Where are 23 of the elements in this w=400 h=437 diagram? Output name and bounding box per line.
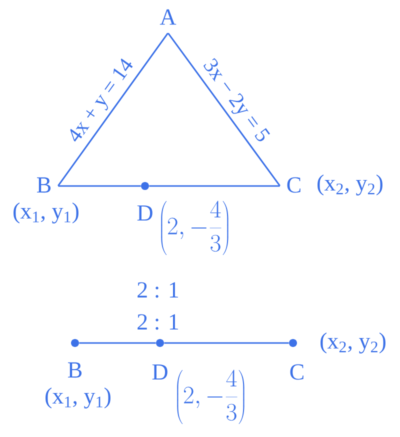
- coordinate-label: $\left(2, -\frac{4}{3}\right)$: [177, 370, 244, 424]
- coordinate-label: (x$_{2}$, y$_{2}$): [318, 174, 382, 196]
- coordinate-label: $\left(2, -\frac{4}{3}\right)$: [161, 200, 228, 255]
- point-label: B: [37, 177, 51, 193]
- coordinate-label: (x$_{2}$, y$_{2}$): [320, 332, 386, 354]
- line-segment: [79, 342, 156, 344]
- point-label: D: [137, 205, 152, 221]
- ratio-label: 2 : 1: [138, 314, 178, 330]
- point-label: D: [152, 364, 168, 380]
- line-segment: [57, 32, 168, 186]
- line-segment: [168, 32, 280, 186]
- edge-label: 4x + y = 14: [70, 58, 133, 142]
- point-label: B: [68, 362, 82, 378]
- point-label: A: [160, 9, 176, 25]
- point-label: C: [290, 364, 304, 380]
- coordinate-label: (x$_{1}$, y$_{1}$): [14, 202, 78, 224]
- line-segment: [58, 185, 141, 187]
- point-label: C: [287, 177, 300, 193]
- coordinate-label: (x$_{1}$, y$_{1}$): [46, 388, 110, 408]
- ratio-label: 2 : 1: [138, 282, 178, 298]
- line-segment: [164, 342, 289, 344]
- edge-label: 3x − 2y = 5: [203, 58, 270, 142]
- line-segment: [149, 185, 280, 187]
